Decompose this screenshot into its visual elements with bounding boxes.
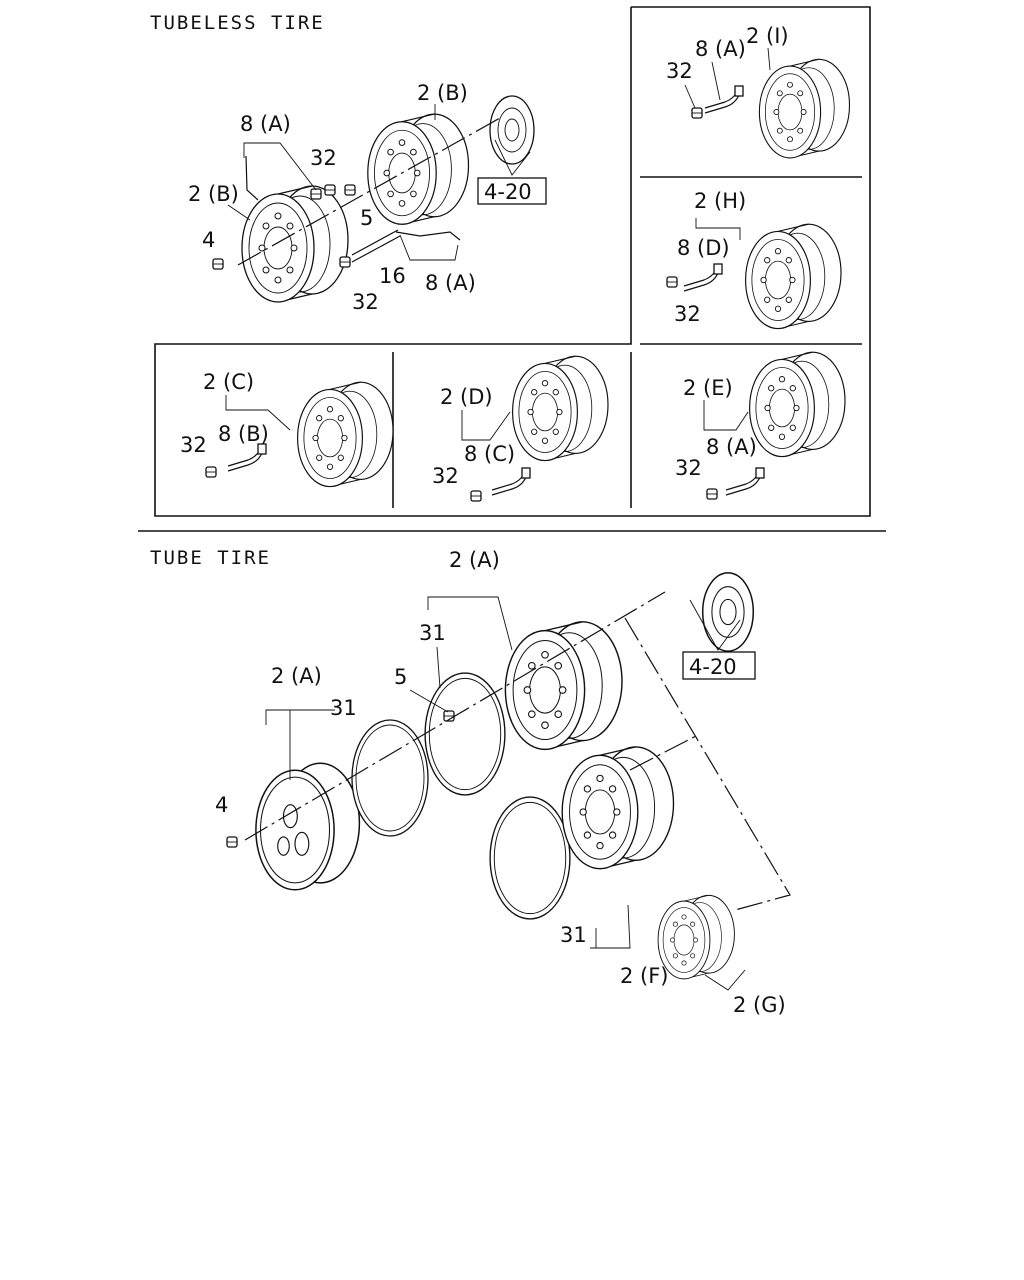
label-2a: 2 (A) bbox=[271, 664, 322, 688]
hub-assembly bbox=[489, 95, 535, 165]
tubeless-variants-frame bbox=[154, 6, 871, 517]
label-2f: 2 (F) bbox=[620, 964, 669, 988]
wheel-nut-4 bbox=[226, 836, 238, 848]
valve-cap-32 bbox=[324, 184, 336, 196]
label-16: 16 bbox=[379, 264, 406, 288]
valve-8a-lower bbox=[395, 231, 461, 241]
valve-cap-32 bbox=[205, 466, 217, 478]
label-32: 32 bbox=[674, 302, 701, 326]
wheel-2e bbox=[749, 351, 846, 458]
label-2h: 2 (H) bbox=[694, 189, 746, 213]
ref-label-4-20: 4-20 bbox=[689, 655, 737, 679]
valve-cap-32 bbox=[706, 488, 718, 500]
label-8a: 8 (A) bbox=[425, 271, 476, 295]
valve-8d bbox=[683, 263, 723, 292]
label-8a: 8 (A) bbox=[240, 112, 291, 136]
label-2b: 2 (B) bbox=[417, 81, 468, 105]
label-32: 32 bbox=[666, 59, 693, 83]
wheel-2f bbox=[561, 746, 675, 870]
label-8b: 8 (B) bbox=[218, 422, 269, 446]
label-8a: 8 (A) bbox=[695, 37, 746, 61]
valve-8c bbox=[491, 467, 531, 496]
label-4: 4 bbox=[202, 228, 215, 252]
ref-box-4-20[interactable] bbox=[477, 177, 547, 205]
wheel-2h bbox=[745, 223, 842, 330]
valve-cap-32 bbox=[691, 107, 703, 119]
wheel-2a-outer bbox=[255, 762, 361, 891]
wheel-2g bbox=[657, 894, 735, 980]
label-32: 32 bbox=[675, 456, 702, 480]
label-2d: 2 (D) bbox=[440, 385, 493, 409]
flap-31 bbox=[424, 672, 506, 796]
label-32: 32 bbox=[432, 464, 459, 488]
flap-31-f bbox=[489, 796, 571, 920]
label-32: 32 bbox=[310, 146, 337, 170]
tubeless-tire-heading: TUBELESS TIRE bbox=[150, 12, 325, 34]
valve-cap-32 bbox=[666, 276, 678, 288]
label-32: 32 bbox=[352, 290, 379, 314]
label-32: 32 bbox=[180, 433, 207, 457]
valve-cap-32 bbox=[310, 188, 322, 200]
wheel-nut-4 bbox=[212, 258, 224, 270]
wheel-2b-outer bbox=[241, 185, 349, 303]
hub-assembly bbox=[701, 572, 755, 652]
label-2i: 2 (I) bbox=[746, 24, 789, 48]
flap-31 bbox=[351, 719, 429, 837]
valve-cap-32 bbox=[339, 256, 351, 268]
label-8d: 8 (D) bbox=[677, 236, 730, 260]
label-2e: 2 (E) bbox=[683, 376, 733, 400]
wheel-2c bbox=[297, 381, 394, 488]
label-31: 31 bbox=[560, 923, 587, 947]
wheel-2b-inner bbox=[367, 113, 470, 225]
wheel-2a-inner bbox=[504, 621, 623, 751]
label-5: 5 bbox=[394, 665, 407, 689]
label-8c: 8 (C) bbox=[464, 442, 515, 466]
stud-16 bbox=[351, 229, 399, 256]
stud-5 bbox=[344, 184, 356, 196]
label-4: 4 bbox=[215, 793, 228, 817]
valve-8a-upper bbox=[245, 155, 259, 201]
valve-8b bbox=[227, 443, 267, 472]
valve-cap-32 bbox=[470, 490, 482, 502]
label-8a: 8 (A) bbox=[706, 435, 757, 459]
ref-label-4-20: 4-20 bbox=[484, 180, 532, 204]
label-31: 31 bbox=[330, 696, 357, 720]
wheel-2d bbox=[512, 355, 609, 462]
label-2a: 2 (A) bbox=[449, 548, 500, 572]
label-2g: 2 (G) bbox=[733, 993, 786, 1017]
valve-8a bbox=[704, 85, 744, 114]
tube-tire-heading: TUBE TIRE bbox=[150, 547, 271, 569]
label-5: 5 bbox=[360, 206, 373, 230]
valve-8a bbox=[725, 467, 765, 496]
ref-box-4-20[interactable] bbox=[682, 651, 756, 680]
label-2b: 2 (B) bbox=[188, 182, 239, 206]
label-31: 31 bbox=[419, 621, 446, 645]
label-2c: 2 (C) bbox=[203, 370, 254, 394]
wheel-2i bbox=[758, 58, 851, 159]
